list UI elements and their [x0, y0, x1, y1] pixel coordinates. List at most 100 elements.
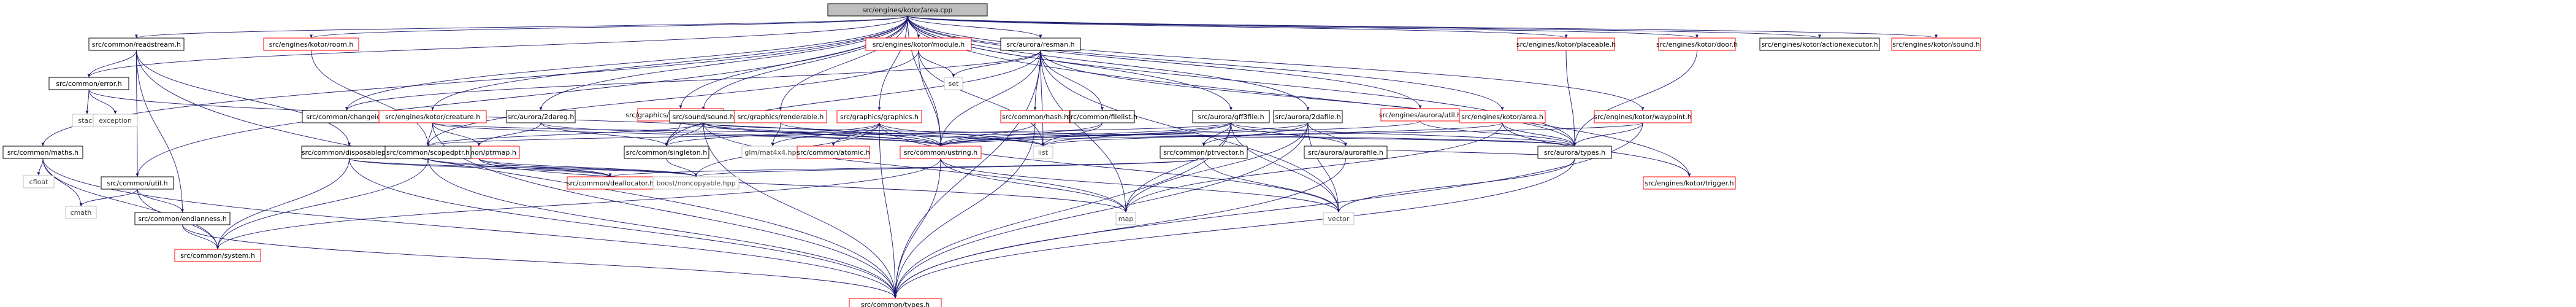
node-gff3file[interactable]: src/aurora/gff3file.h: [1192, 110, 1270, 123]
node-ustring[interactable]: src/common/ustring.h: [900, 146, 982, 159]
node-module[interactable]: src/engines/kotor/module.h: [865, 37, 972, 51]
edge-ustring-to-vector: [940, 158, 1340, 213]
edge-root-to-karea: [907, 15, 1504, 111]
node-exception: exception: [93, 114, 138, 127]
node-endianness[interactable]: src/common/endianness.h: [134, 212, 231, 225]
node-readstream[interactable]: src/common/readstream.h: [88, 37, 185, 51]
node-trigger[interactable]: src/engines/kotor/trigger.h: [1643, 176, 1736, 190]
edge-root-to-error: [87, 15, 908, 78]
node-creature[interactable]: src/engines/kotor/creature.h: [378, 110, 487, 123]
node-karea[interactable]: src/engines/kotor/area.h: [1459, 110, 1546, 123]
node-ptrvector-label: src/common/ptrvector.h: [1163, 149, 1244, 157]
node-filelist[interactable]: src/common/filelist.h: [1067, 110, 1137, 123]
node-placeable-box: [1517, 37, 1615, 51]
node-changeid[interactable]: src/common/changeid.h: [302, 110, 392, 123]
node-ksound[interactable]: src/engines/kotor/sound.h: [1891, 37, 1981, 51]
node-types-box: [849, 298, 942, 307]
edge-resman-to-types: [893, 50, 1041, 299]
node-graphics[interactable]: src/graphics/graphics.h: [836, 110, 922, 123]
edge-util-to-cmath: [79, 188, 138, 207]
edge-sound-to-types: [703, 122, 897, 299]
node-readstream-box: [88, 37, 185, 51]
edge-root-to-twodafile: [907, 15, 1310, 111]
edge-ustring-to-system: [216, 158, 941, 250]
node-system[interactable]: src/common/system.h: [174, 249, 261, 262]
node-root[interactable]: src/engines/kotor/area.cpp: [827, 3, 988, 17]
node-placeable[interactable]: src/engines/kotor/placeable.h: [1516, 37, 1616, 51]
edge-resman-to-filelist: [1040, 50, 1104, 111]
edge-readstream-to-disposableptr: [136, 50, 351, 147]
edge-auroratypes-to-types: [893, 158, 1575, 299]
node-auroratypes[interactable]: src/aurora/types.h: [1537, 146, 1612, 159]
node-room[interactable]: src/engines/kotor/room.h: [263, 37, 359, 51]
edge-waypoint-to-types: [893, 122, 1643, 299]
edge-scopedptr-to-system: [216, 158, 429, 250]
node-waypoint[interactable]: src/engines/kotor/waypoint.h: [1594, 110, 1692, 123]
node-util[interactable]: src/common/util.h: [101, 176, 174, 190]
edge-resman-to-vector: [1040, 50, 1340, 213]
edge-gff3file-to-vector: [1231, 122, 1340, 213]
node-sound[interactable]: src/sound/sound.h: [669, 110, 738, 123]
node-resman[interactable]: src/aurora/resman.h: [1000, 37, 1081, 51]
edge-karea-to-list: [1041, 122, 1503, 147]
edge-resman-to-singleton: [665, 50, 1041, 147]
edge-scopedptr-to-noncopyable: [427, 158, 698, 177]
dependency-nodes: src/engines/kotor/area.cpp src/common/rea…: [2, 3, 1981, 307]
edge-module-to-ustring: [918, 50, 942, 147]
node-disposableptr-label: src/common/disposableptr.h: [302, 149, 397, 157]
edge-root-to-actionexecutor: [907, 15, 1821, 39]
edge-root-to-util: [136, 15, 908, 177]
node-atomic[interactable]: src/common/atomic.h: [797, 146, 870, 159]
node-twodafile[interactable]: src/aurora/2dafile.h: [1273, 110, 1343, 123]
dependency-edges: [37, 15, 1938, 299]
node-gff3file-label: src/aurora/gff3file.h: [1198, 113, 1264, 121]
node-deallocator[interactable]: src/common/deallocator.h: [567, 176, 654, 190]
node-cfloat-box: [23, 175, 55, 188]
edge-maths-to-system: [42, 158, 220, 250]
edge-ptrvector-to-deallocator: [608, 158, 1204, 177]
node-disposableptr[interactable]: src/common/disposableptr.h: [301, 146, 397, 159]
node-atomic-box: [797, 146, 870, 159]
node-types-label: src/common/types.h: [861, 301, 930, 307]
node-creature-box: [378, 110, 487, 123]
edge-door-to-auroratypes: [1573, 50, 1697, 147]
node-maths-label: src/common/maths.h: [7, 149, 78, 157]
node-root-box: [827, 3, 988, 17]
node-types[interactable]: src/common/types.h: [849, 298, 942, 307]
node-hash[interactable]: src/common/hash.h: [1000, 110, 1070, 123]
node-system-box: [174, 249, 261, 262]
node-filelist-label: src/common/filelist.h: [1067, 113, 1137, 121]
node-ptrvector[interactable]: src/common/ptrvector.h: [1160, 146, 1248, 159]
node-singleton[interactable]: src/common/singleton.h: [624, 146, 709, 159]
node-matrix4x4: glm/mat4x4.hpp: [741, 146, 804, 159]
edge-gff3file-to-ustring: [939, 122, 1231, 147]
node-graphics-label: src/graphics/graphics.h: [840, 113, 919, 121]
edge-util-to-endianness: [137, 188, 184, 213]
node-noncopyable-label: boost/noncopyable.hpp: [656, 179, 735, 187]
edge-sound-to-scopedptr: [426, 122, 704, 147]
node-cfloat-label: cfloat: [29, 178, 48, 186]
node-scopedptr[interactable]: src/common/scopedptr.h: [384, 146, 472, 159]
node-vector-box: [1323, 212, 1355, 225]
node-sound-label: src/sound/sound.h: [673, 113, 735, 121]
edge-module-to-list: [918, 50, 1045, 147]
edge-twodareg-to-singleton: [540, 122, 668, 147]
node-twodafile-label: src/aurora/2dafile.h: [1275, 113, 1340, 121]
edge-root-to-twodareg: [539, 15, 908, 111]
node-vector-label: vector: [1328, 215, 1350, 223]
node-aurorautil[interactable]: src/engines/aurora/util.h: [1379, 108, 1461, 122]
node-matrix4x4-label: glm/mat4x4.hpp: [744, 149, 800, 157]
node-twodareg[interactable]: src/aurora/2dareg.h: [506, 110, 576, 123]
node-singleton-box: [624, 146, 709, 159]
node-error[interactable]: src/common/error.h: [48, 77, 129, 90]
edge-gff3file-to-auroratypes: [1231, 122, 1577, 147]
edge-readstream-to-util: [136, 50, 139, 177]
edge-root-to-aurorautil: [907, 15, 1422, 109]
edge-resman-to-map: [1040, 50, 1128, 213]
node-door[interactable]: src/engines/kotor/door.h: [1656, 37, 1738, 51]
node-renderable[interactable]: src/graphics/renderable.h: [734, 110, 827, 123]
node-aurorafile[interactable]: src/aurora/aurorafile.h: [1304, 146, 1388, 159]
node-maths[interactable]: src/common/maths.h: [2, 146, 83, 159]
node-renderable-box: [734, 110, 827, 123]
node-actionexecutor[interactable]: src/engines/kotor/actionexecutor.h: [1759, 37, 1880, 51]
